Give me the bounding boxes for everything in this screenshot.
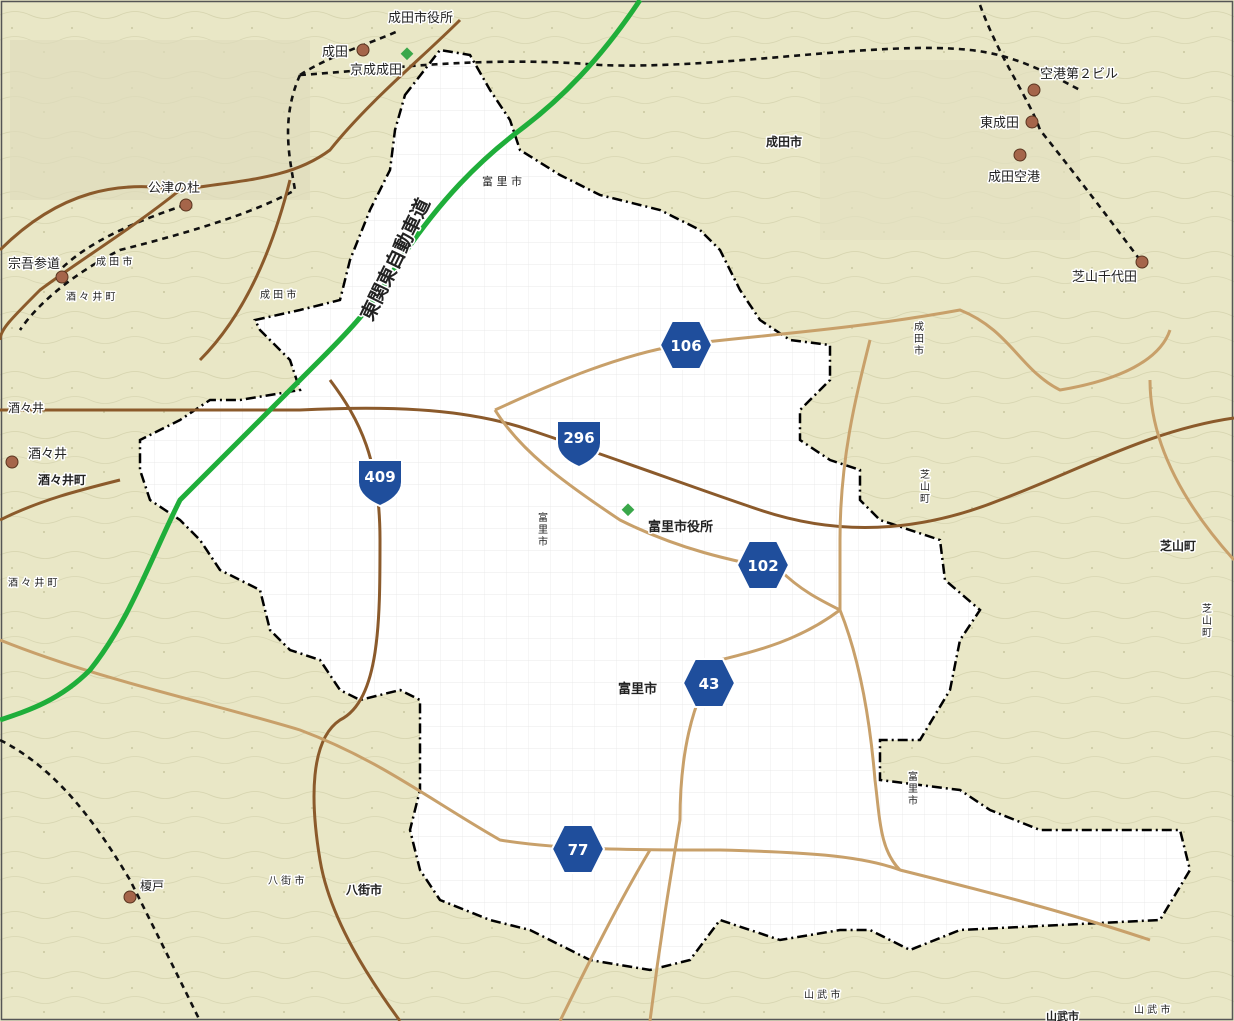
label-tomisato-west-2: 里 bbox=[538, 524, 548, 536]
route-shield-409[interactable]: 409 bbox=[357, 459, 403, 508]
railways bbox=[0, 4, 1142, 1021]
station-narita[interactable] bbox=[356, 43, 370, 57]
station-shibayama-chiyoda[interactable] bbox=[1135, 255, 1149, 269]
label-yachimata-city[interactable]: 八街市 bbox=[344, 881, 384, 899]
label-shibayama-v2-1: 芝 bbox=[1202, 602, 1212, 615]
label-yachimata-city-small[interactable]: 八 街 市 bbox=[267, 873, 306, 889]
label-higashi-narita[interactable]: 東成田 bbox=[979, 114, 1021, 133]
label-shisui-upper[interactable]: 酒々井 bbox=[7, 400, 46, 417]
label-narita-station[interactable]: 成田 bbox=[321, 44, 350, 62]
label-shibayama-town-v[interactable]: 芝山町 bbox=[919, 467, 932, 507]
label-narita-city-east[interactable]: 成田市 bbox=[913, 320, 926, 359]
label-shisui-town[interactable]: 酒々井町 bbox=[37, 471, 88, 489]
label-sanmu-city3[interactable]: 山武市 bbox=[1045, 1008, 1081, 1021]
station-enokido[interactable] bbox=[123, 890, 137, 904]
tomisato-city-area[interactable] bbox=[138, 48, 1192, 972]
label-sanmu-city2[interactable]: 山 武 市 bbox=[1133, 1002, 1172, 1018]
label-tomisato-north[interactable]: 富 里 市 bbox=[481, 173, 524, 190]
station-higashi-narita[interactable] bbox=[1025, 115, 1039, 129]
label-shisui-town-small[interactable]: 酒 々 井 町 bbox=[65, 289, 118, 305]
label-narita-east-2: 田 bbox=[914, 334, 924, 345]
label-tomisato-east-3: 市 bbox=[908, 794, 918, 807]
label-shibayama-chiyoda[interactable]: 芝山千代田 bbox=[1071, 268, 1139, 287]
label-narita-east-3: 市 bbox=[914, 344, 924, 357]
place-labels: 成田市役所 成田 京成成田 空港第２ビル 東成田 成田空港 芝山千代田 公津の杜… bbox=[7, 9, 1214, 1021]
label-narita-city-office[interactable]: 成田市役所 bbox=[387, 9, 455, 28]
label-tomisato-west[interactable]: 富里市 bbox=[537, 510, 550, 550]
urban-area-airport bbox=[820, 60, 1080, 240]
label-keisei-narita[interactable]: 京成成田 bbox=[349, 62, 404, 80]
label-narita-airport[interactable]: 成田空港 bbox=[987, 169, 1042, 187]
station-shisui[interactable] bbox=[5, 455, 19, 469]
label-shibayama-town-v2[interactable]: 芝山町 bbox=[1201, 601, 1214, 641]
route-shield-296[interactable]: 296 bbox=[556, 420, 602, 469]
label-shibayama-v2-2: 山 bbox=[1202, 615, 1212, 627]
label-tomisato-east-1: 富 bbox=[908, 770, 918, 783]
label-narita-city-west2[interactable]: 成 田 市 bbox=[259, 287, 298, 303]
label-shisui-station[interactable]: 酒々井 bbox=[27, 446, 69, 464]
label-airport-terminal2[interactable]: 空港第２ビル bbox=[1039, 66, 1120, 84]
label-tomisato-city[interactable]: 富里市 bbox=[617, 680, 659, 699]
urban-area-northwest bbox=[10, 40, 310, 200]
route-number-296: 296 bbox=[563, 429, 594, 447]
label-sogosando[interactable]: 宗吾参道 bbox=[7, 255, 62, 274]
label-tomisato-office[interactable]: 富里市役所 bbox=[647, 518, 715, 537]
route-shield-43[interactable]: 43 bbox=[681, 658, 737, 708]
stations bbox=[5, 43, 1149, 904]
route-shield-77[interactable]: 77 bbox=[550, 824, 606, 874]
label-shibayama-v-2: 山 bbox=[920, 481, 930, 493]
station-keisei-narita[interactable] bbox=[400, 47, 414, 61]
label-shibayama-v-1: 芝 bbox=[920, 468, 930, 481]
label-kozunomori[interactable]: 公津の杜 bbox=[147, 180, 202, 198]
station-kozunomori[interactable] bbox=[179, 198, 193, 212]
label-shibayama-v-3: 町 bbox=[920, 494, 930, 505]
label-narita-city-main[interactable]: 成田市 bbox=[765, 133, 804, 151]
label-shisui-town-mid[interactable]: 酒 々 井 町 bbox=[7, 575, 60, 591]
station-narita-airport[interactable] bbox=[1013, 148, 1027, 162]
route-shields: 106 296 409 102 43 77 bbox=[357, 320, 791, 874]
label-tomisato-east[interactable]: 富里市 bbox=[907, 769, 920, 809]
expressway-line bbox=[0, 0, 643, 723]
station-airport-terminal2[interactable] bbox=[1027, 83, 1041, 97]
label-tomisato-east-2: 里 bbox=[908, 783, 918, 795]
route-shield-102[interactable]: 102 bbox=[735, 540, 791, 590]
label-enokido[interactable]: 榎戸 bbox=[139, 877, 166, 895]
station-sogosando[interactable] bbox=[55, 270, 69, 284]
label-tomisato-west-1: 富 bbox=[538, 511, 548, 524]
route-shield-106[interactable]: 106 bbox=[658, 320, 714, 370]
label-tomisato-west-3: 市 bbox=[538, 535, 548, 548]
route-number-102: 102 bbox=[747, 557, 778, 575]
label-sanmu-city[interactable]: 山 武 市 bbox=[803, 987, 842, 1003]
route-number-106: 106 bbox=[670, 337, 701, 355]
label-shibayama-v2-3: 町 bbox=[1202, 628, 1212, 639]
route-number-77: 77 bbox=[568, 841, 589, 859]
label-narita-east-1: 成 bbox=[914, 321, 924, 333]
national-roads bbox=[0, 18, 1234, 1021]
label-narita-city-west[interactable]: 成 田 市 bbox=[95, 254, 134, 270]
route-number-409: 409 bbox=[364, 468, 395, 486]
route-number-43: 43 bbox=[699, 675, 720, 693]
label-shibayama-town[interactable]: 芝山町 bbox=[1159, 537, 1198, 555]
